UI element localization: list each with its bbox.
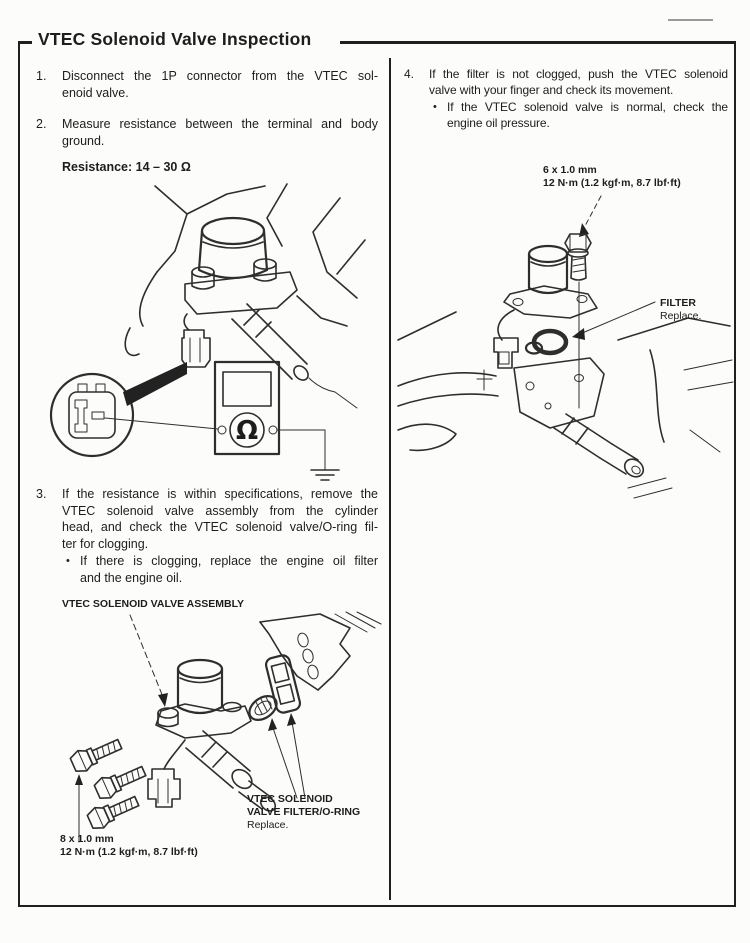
probe-wire-right bbox=[277, 430, 325, 470]
filter-label-action: Replace. bbox=[660, 310, 702, 322]
assembly-leader-arrow bbox=[130, 615, 168, 707]
filter-oring-label-line: VTEC SOLENOID bbox=[247, 793, 333, 805]
step-4-line: If the filter is not clogged, push the V… bbox=[429, 67, 728, 81]
frame-top-rule bbox=[340, 41, 736, 44]
step-3-line: head, and check the VTEC solenoid valve/… bbox=[62, 520, 378, 534]
step-3: 3. If the resistance is within specifica… bbox=[36, 486, 378, 586]
bolt-bottom-torque: 12 N·m (1.2 kgf·m, 8.7 lbf·ft) bbox=[60, 846, 198, 858]
vtec-solenoid-valve bbox=[494, 246, 597, 368]
step-2-line: Measure resistance between the terminal … bbox=[62, 117, 378, 131]
step-1: 1. Disconnect the 1P connector from the … bbox=[36, 68, 378, 101]
step-2-line: ground. bbox=[62, 133, 105, 148]
scan-artifact-line bbox=[668, 19, 713, 21]
step-2-number: 2. bbox=[36, 117, 47, 131]
step-4-line: valve with your finger and check its mov… bbox=[429, 83, 674, 97]
resistance-spec: Resistance: 14 – 30 Ω bbox=[62, 160, 191, 174]
column-divider bbox=[389, 58, 391, 900]
bolt-leader-arrow bbox=[75, 774, 83, 842]
connector-terminal-slot bbox=[75, 400, 87, 432]
exploded-assembly-figure bbox=[67, 612, 385, 847]
connector-terminal bbox=[92, 412, 104, 419]
bolt-bottom-size: 8 x 1.0 mm bbox=[60, 833, 114, 845]
solenoid-assembly bbox=[148, 660, 278, 814]
step-4-bullet-line: engine oil pressure. bbox=[447, 116, 550, 130]
frame-right-border bbox=[734, 41, 736, 907]
vtec-solenoid-valve bbox=[185, 218, 297, 314]
step-3-bullet-item: • If there is clogging, replace the engi… bbox=[66, 553, 378, 586]
step-3-number: 3. bbox=[36, 487, 47, 501]
frame-top-left-dash bbox=[18, 41, 32, 44]
filter-oring-leader-arrows bbox=[268, 713, 305, 798]
frame-bottom-border bbox=[18, 905, 736, 907]
bolt-top-torque: 12 N·m (1.2 kgf·m, 8.7 lbf·ft) bbox=[543, 177, 681, 189]
filter-oring-label: VTEC SOLENOID VALVE FILTER/O-RING Replac… bbox=[247, 793, 360, 832]
cylinder-head bbox=[398, 312, 647, 480]
bullet-glyph: • bbox=[66, 555, 70, 567]
engine-ohmmeter-figure: Ω bbox=[35, 176, 385, 486]
filter-oring-label-line: VALVE FILTER/O-RING bbox=[247, 806, 361, 818]
ground-symbol bbox=[311, 470, 339, 480]
step-4-number: 4. bbox=[404, 67, 415, 81]
probe-wire-left bbox=[105, 418, 218, 429]
solenoid-removal-figure bbox=[398, 190, 733, 512]
callout-circle bbox=[51, 374, 133, 456]
step-1-line: enoid valve. bbox=[62, 85, 129, 100]
oring-gasket bbox=[265, 654, 302, 714]
injector bbox=[232, 304, 357, 408]
ohmmeter: Ω bbox=[105, 362, 339, 480]
ohm-symbol: Ω bbox=[236, 416, 258, 446]
step-1-number: 1. bbox=[36, 69, 47, 83]
bolt-top-size: 6 x 1.0 mm bbox=[543, 164, 597, 176]
step-3-line: If the resistance is within specificatio… bbox=[62, 487, 378, 501]
step-4-bullet-line: If the VTEC solenoid valve is normal, ch… bbox=[447, 100, 728, 114]
page-title: VTEC Solenoid Valve Inspection bbox=[38, 29, 312, 49]
ohmmeter-body bbox=[215, 362, 279, 454]
bolt-top-label: 6 x 1.0 mm 12 N·m (1.2 kgf·m, 8.7 lbf·ft… bbox=[543, 164, 681, 190]
engine-outline bbox=[125, 184, 365, 355]
filter-leader-arrow bbox=[572, 302, 655, 340]
filter-label-title: FILTER bbox=[660, 297, 696, 309]
assembly-label: VTEC SOLENOID VALVE ASSEMBLY bbox=[62, 598, 245, 610]
1p-connector bbox=[182, 314, 210, 367]
step-4-bullet-item: • If the VTEC solenoid valve is normal, … bbox=[433, 99, 728, 131]
ohmmeter-display bbox=[223, 372, 271, 406]
bullet-glyph: • bbox=[433, 101, 437, 113]
step-4: 4. If the filter is not clogged, push th… bbox=[404, 66, 728, 131]
filter-oring-label-line: Replace. bbox=[247, 819, 289, 831]
step-2: 2. Measure resistance between the termin… bbox=[36, 116, 378, 149]
callout-wedge bbox=[123, 362, 187, 406]
frame-left-border bbox=[18, 41, 20, 907]
step-3-bullet-line: If there is clogging, replace the engine… bbox=[80, 554, 378, 568]
filter-label: FILTER Replace. bbox=[660, 297, 701, 323]
ohmmeter-dial bbox=[230, 413, 264, 447]
engine-background bbox=[618, 318, 733, 498]
cylinder-head-surface bbox=[260, 612, 381, 690]
step-3-bullet-line: and the engine oil. bbox=[80, 570, 183, 585]
step-1-line: Disconnect the 1P connector from the VTE… bbox=[62, 69, 378, 83]
filter-oring bbox=[526, 331, 566, 354]
step-3-line: ter for clogging. bbox=[62, 536, 149, 551]
bolt-leader-arrow bbox=[579, 196, 601, 237]
bolt-bottom-label: 8 x 1.0 mm 12 N·m (1.2 kgf·m, 8.7 lbf·ft… bbox=[60, 833, 198, 859]
connector-callout bbox=[51, 362, 187, 456]
step-3-line: VTEC solenoid valve assembly from the cy… bbox=[62, 503, 378, 518]
